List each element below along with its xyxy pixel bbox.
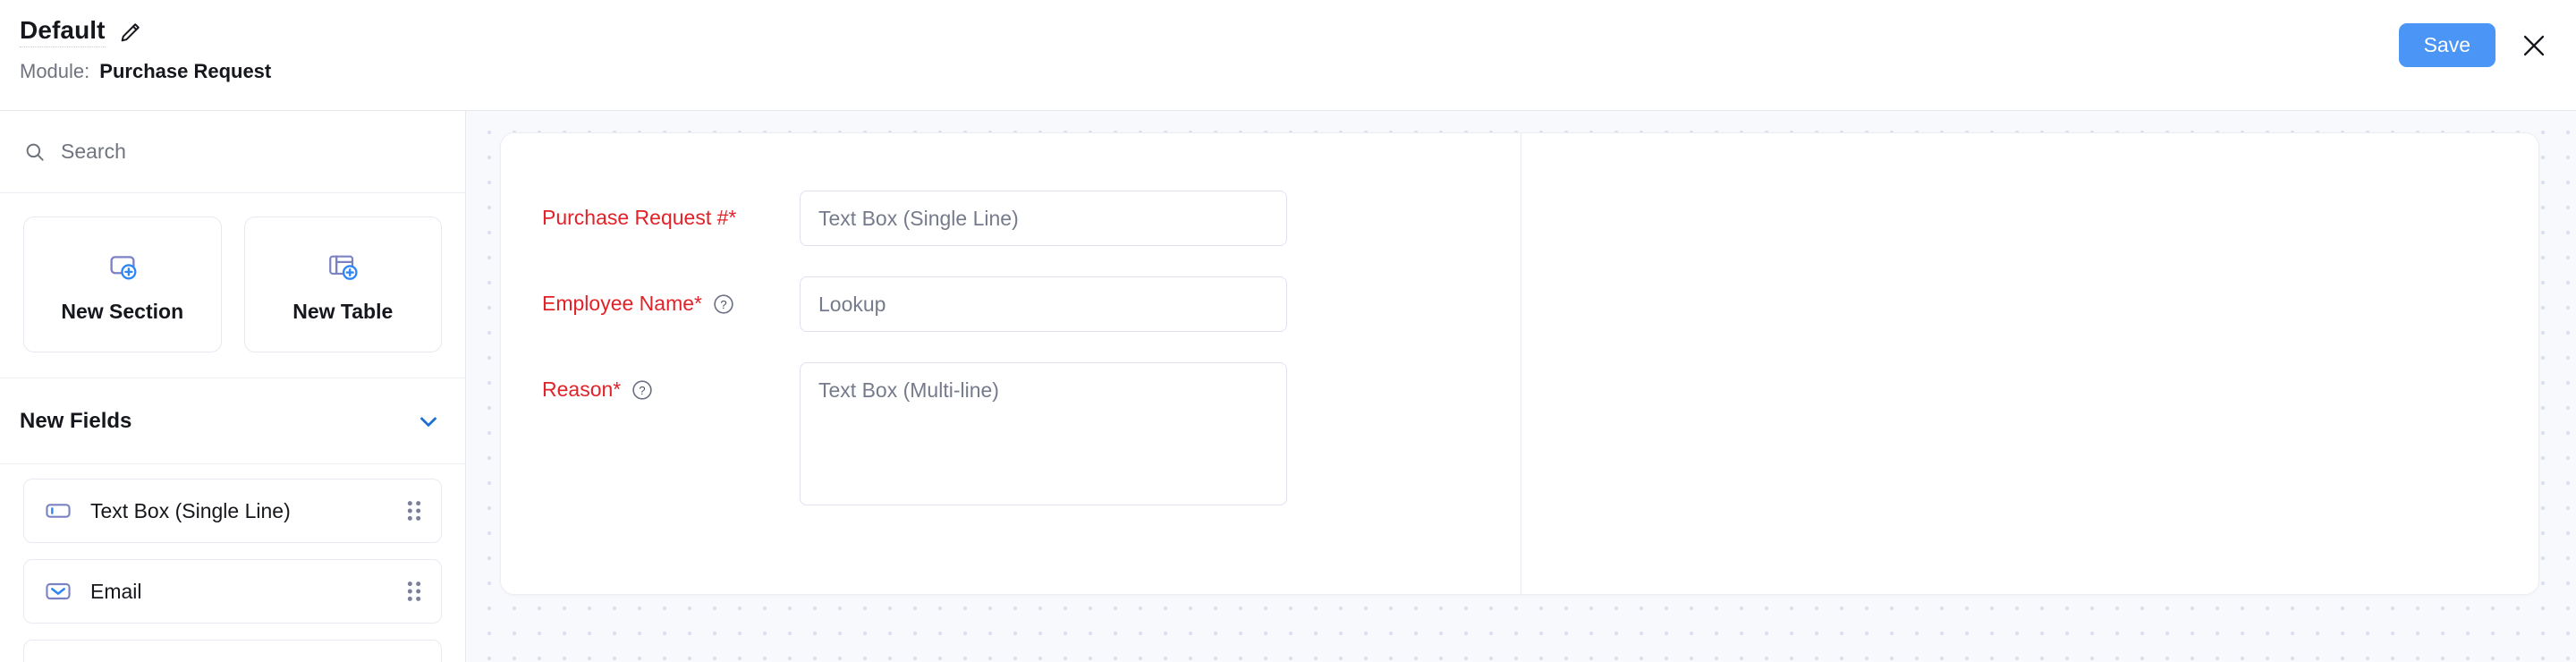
employee-name-lookup-input[interactable] [800,276,1287,332]
field-item-label: Text Box (Single Line) [90,498,291,522]
search-row[interactable] [0,111,465,193]
svg-text:?: ? [640,383,646,396]
drag-handle-icon[interactable] [403,658,425,662]
field-label-cell: Employee Name* ? [542,276,800,316]
page-title: Default [20,16,106,47]
reason-textarea[interactable] [800,362,1287,505]
module-row: Module: Purchase Request [20,60,2540,83]
form-row[interactable]: Employee Name* ? [501,276,1521,332]
new-section-button[interactable]: New Section [23,216,222,352]
new-fields-section-header[interactable]: New Fields [0,378,465,464]
new-section-icon [103,246,142,285]
new-table-button[interactable]: New Table [243,216,442,352]
field-item-label: URL [90,660,386,662]
save-button[interactable]: Save [2398,23,2496,67]
svg-text:?: ? [720,297,726,310]
close-icon[interactable] [2519,30,2549,61]
control-cell [800,191,1521,246]
field-label-reason: Reason* [542,378,622,401]
field-label-cell: Purchase Request #* [542,191,800,230]
sidebar: New Section New Table [0,111,466,662]
title-row: Default [20,16,2540,47]
app-header: Default Module: Purchase Request Save [0,0,2576,111]
field-label-purchase-request-number: Purchase Request #* [542,206,737,229]
drag-handle-icon[interactable] [403,578,425,605]
form-column-right[interactable] [1521,133,2538,594]
control-cell [800,276,1521,332]
email-icon [44,577,72,606]
purchase-request-number-input[interactable] [800,191,1287,246]
form-row[interactable]: Reason* ? [501,362,1521,505]
header-actions: Save [2398,23,2549,67]
module-label: Module: [20,60,90,82]
field-label-employee-name: Employee Name* [542,292,702,315]
field-item-url[interactable]: URL [23,640,442,662]
help-icon[interactable]: ? [631,378,654,402]
drag-handle-icon[interactable] [403,497,425,524]
new-section-label: New Section [61,299,184,323]
new-table-label: New Table [292,299,394,323]
control-cell [800,362,1521,505]
field-item-text-box-single-line[interactable]: Text Box (Single Line) [23,479,442,543]
help-icon[interactable]: ? [712,293,735,316]
field-item-label: Email [90,579,142,603]
form-canvas[interactable]: Purchase Request #* Employee Name* [466,111,2576,662]
form-column-left: Purchase Request #* Employee Name* [501,133,1521,594]
form-section-card: Purchase Request #* Employee Name* [500,132,2539,595]
field-list: Text Box (Single Line) [0,464,465,662]
pencil-icon[interactable] [118,20,143,45]
module-value: Purchase Request [99,60,272,82]
text-box-icon [44,496,72,525]
search-input[interactable] [61,140,442,164]
new-fields-label: New Fields [20,408,132,433]
search-icon [23,140,47,164]
chevron-down-icon[interactable] [415,408,442,435]
form-row[interactable]: Purchase Request #* [501,191,1521,246]
field-label-cell: Reason* ? [542,362,800,402]
app-body: New Section New Table [0,111,2576,662]
url-icon [44,658,72,662]
field-item-email[interactable]: Email [23,559,442,624]
new-table-icon [323,246,362,285]
new-cards-row: New Section New Table [0,193,465,378]
